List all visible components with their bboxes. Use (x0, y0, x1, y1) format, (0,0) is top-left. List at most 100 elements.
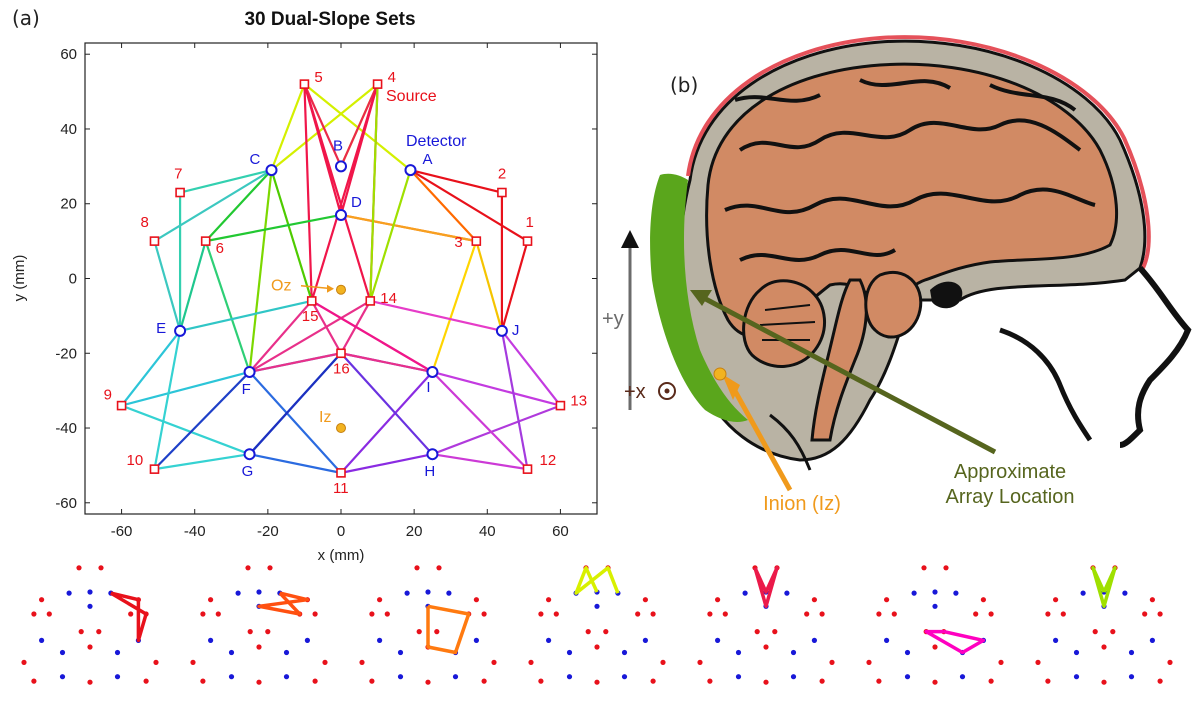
thumb-source-dot (943, 565, 949, 571)
thumb-detector-dot (735, 649, 742, 656)
thumb-detector-dot (1128, 649, 1135, 656)
thumb-set-outline (426, 604, 471, 655)
thumb-source-dot (988, 678, 994, 684)
thumb-source-dot (312, 611, 318, 617)
thumb-detector-dot (790, 674, 797, 680)
brainstem (810, 278, 868, 442)
detector-label: E (156, 320, 166, 337)
thumb-source-dot (1092, 629, 1098, 635)
source-label: 3 (454, 234, 462, 251)
thumb-detector-dot (39, 637, 45, 644)
thumb-source-dot (359, 659, 365, 666)
x-axis-label: x (mm) (318, 547, 365, 564)
thumb-detector-dot (742, 590, 748, 596)
detector-label: I (426, 379, 430, 396)
thumb-source-dot (650, 611, 656, 617)
thumb-source-dot (1101, 644, 1107, 650)
thumb-detector-dot (114, 649, 121, 656)
link-line (311, 299, 433, 373)
detector-label: D (351, 194, 362, 211)
source-label: 13 (570, 393, 587, 410)
thumbnail-set (21, 565, 159, 685)
y-tick-label: 40 (60, 121, 77, 138)
thumb-source-dot (78, 629, 84, 635)
plus-x-label: +x (624, 381, 646, 403)
thumb-source-dot (1157, 678, 1163, 684)
thumb-detector-dot (594, 603, 600, 609)
source-marker (336, 348, 346, 359)
link-line (270, 169, 313, 302)
source-marker (522, 464, 533, 474)
link-line (475, 240, 503, 332)
landmark-label: Iz (319, 409, 331, 426)
landmark-marker (336, 423, 346, 434)
thumb-detector-dot (397, 674, 404, 680)
source-label: 5 (314, 69, 322, 86)
source-marker (306, 296, 317, 306)
thumb-detector-dot (397, 649, 404, 656)
detector-label: G (242, 463, 254, 480)
thumb-detector-dot (208, 637, 214, 644)
thumb-source-dot (538, 678, 544, 684)
thumb-source-dot (1167, 659, 1173, 666)
detector-marker (335, 208, 347, 221)
thumb-detector-dot (1149, 637, 1155, 644)
thumb-detector-dot (932, 603, 938, 609)
landmark-label: Oz (271, 278, 291, 295)
thumb-source-dot (1110, 629, 1116, 635)
thumb-source-dot (46, 611, 52, 617)
thumb-source-dot (819, 611, 825, 617)
sulci-1 (738, 118, 1082, 152)
thumb-source-dot (322, 659, 328, 666)
panel-b-illustration: (b) +y +x (602, 35, 1192, 515)
thumb-source-dot (414, 565, 420, 571)
thumb-detector-dot (959, 674, 966, 680)
detector-marker (426, 365, 439, 378)
thumb-source-dot (932, 679, 938, 685)
thumb-source-dot (538, 611, 544, 617)
oz-arrowhead-icon (327, 284, 334, 293)
detector-marker (426, 448, 439, 461)
detector-marker (174, 324, 187, 337)
source-label: 16 (333, 360, 350, 377)
thumb-detector-dot (932, 589, 938, 595)
thumb-source-dot (436, 565, 442, 571)
thumb-source-dot (546, 597, 552, 603)
pons (864, 271, 923, 339)
thumb-detector-dot (446, 590, 452, 596)
thumb-source-dot (267, 565, 273, 571)
thumb-detector-dot (1073, 649, 1080, 656)
source-label: 15 (302, 308, 319, 325)
scalp-layer (686, 35, 1151, 269)
thumbnail-set (1035, 565, 1173, 685)
thumb-detector-dot (256, 589, 262, 595)
source-marker (365, 296, 376, 306)
neck-back (769, 413, 812, 471)
thumb-source-dot (829, 659, 835, 666)
source-marker (200, 236, 211, 246)
link-line (179, 240, 207, 332)
link-line (432, 404, 561, 456)
sulci-3 (734, 78, 1077, 112)
thumb-source-dot (247, 629, 253, 635)
thumb-source-dot (369, 611, 375, 617)
thumb-set-outline (753, 566, 779, 609)
thumb-detector-dot (66, 590, 72, 596)
thumb-detector-dot (87, 589, 93, 595)
link-line (500, 330, 529, 470)
detector-marker (495, 324, 508, 337)
source-marker (336, 468, 346, 478)
thumb-source-dot (763, 679, 769, 685)
thumb-source-dot (998, 659, 1004, 666)
source-annotation: Source (386, 88, 437, 105)
thumbnail-set (528, 565, 666, 685)
source-marker (555, 400, 566, 411)
thumb-source-dot (1045, 611, 1051, 617)
x-tick-label: 40 (479, 523, 496, 540)
source-label: 8 (140, 214, 148, 231)
source-label: 11 (333, 480, 349, 497)
thumb-detector-dot (59, 649, 66, 656)
thumb-source-dot (473, 597, 479, 603)
thumb-source-dot (481, 611, 487, 617)
